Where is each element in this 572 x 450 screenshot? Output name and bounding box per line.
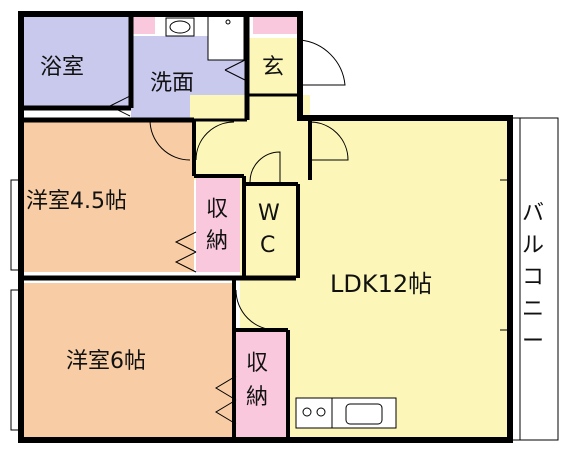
storage-1-door <box>174 231 197 273</box>
burner-2 <box>316 407 326 417</box>
ldk-label: LDK12帖 <box>330 270 432 298</box>
window-room1 <box>10 179 21 271</box>
storage-1 <box>196 176 240 272</box>
western-room-2-label: 洋室6帖 <box>66 349 146 374</box>
storage-2-label-bottom: 納 <box>246 385 268 410</box>
balcony-label-4: ニ <box>522 297 544 322</box>
washer-drain <box>225 19 231 25</box>
ldk-door <box>309 121 349 161</box>
western-room-1 <box>21 120 194 272</box>
door-swings <box>10 39 508 431</box>
entrance-door <box>299 39 346 86</box>
wc-label-bottom: C <box>260 233 275 258</box>
washer-space <box>207 15 245 61</box>
entrance-label: 玄 <box>262 55 284 80</box>
balcony-label-1: バ <box>522 201 544 226</box>
western-room-1-label: 洋室4.5帖 <box>26 189 127 214</box>
storage-2-label-top: 収 <box>246 351 268 376</box>
balcony-rail <box>509 117 559 441</box>
room-labels: 浴室 洗面 玄 洋室4.5帖 収 納 W C LDK12帖 洋室6帖 収 納 バ… <box>26 55 544 410</box>
western-room-2 <box>21 283 234 438</box>
storage-1-label-top: 収 <box>206 197 228 222</box>
wc-label-top: W <box>258 201 280 226</box>
wash-door-2 <box>224 59 246 81</box>
entrance-area <box>248 38 300 95</box>
wc-door <box>249 151 281 183</box>
entrance-pink-1 <box>133 16 155 34</box>
balcony-label-3: コ <box>522 265 544 290</box>
washroom-label: 洗面 <box>150 71 194 96</box>
balcony-label-2: ル <box>522 233 544 258</box>
entrance-pink-2 <box>253 16 298 34</box>
window-room2 <box>10 289 21 431</box>
storage-2-door <box>215 375 237 425</box>
bath-label: 浴室 <box>40 55 84 80</box>
sink-basin <box>345 403 383 425</box>
storage-2 <box>236 330 286 438</box>
burner-1 <box>302 407 312 417</box>
fixtures <box>165 15 397 429</box>
stove <box>295 397 333 429</box>
walls <box>18 11 559 443</box>
hall-door-1 <box>195 121 235 161</box>
toilet-bowl <box>169 20 191 34</box>
balcony-label-5: ー <box>522 329 544 354</box>
balcony <box>508 118 558 438</box>
wash-door-1 <box>149 119 191 161</box>
storage-1-label-bottom: 納 <box>206 229 228 254</box>
window-ldk <box>500 179 508 331</box>
bath-room <box>21 14 131 107</box>
